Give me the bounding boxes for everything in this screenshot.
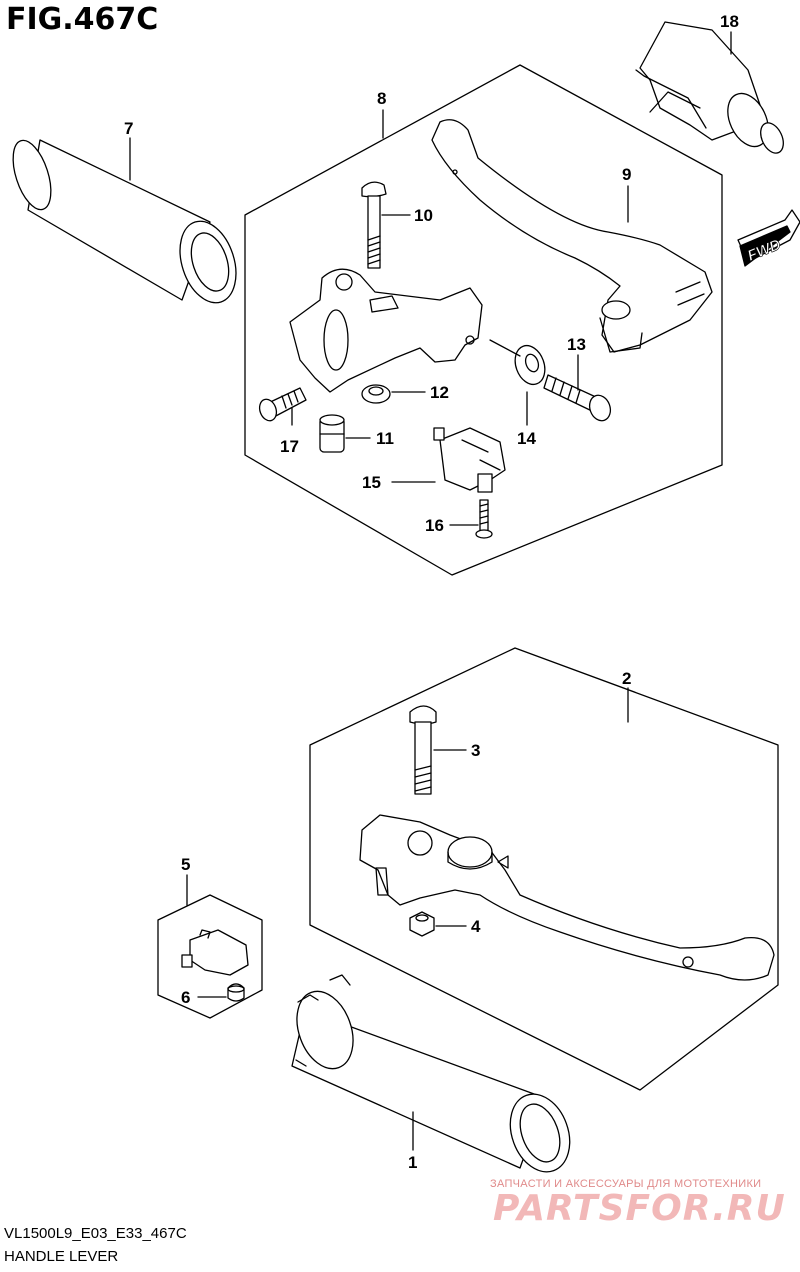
callout-6: 6 xyxy=(181,988,190,1007)
callout-5: 5 xyxy=(181,855,190,874)
callout-15: 15 xyxy=(362,473,381,492)
assembly-box-2 xyxy=(309,647,779,1091)
callout-11: 11 xyxy=(376,429,394,448)
nut-part-4 xyxy=(409,911,435,937)
diagram-caption: HANDLE LEVER xyxy=(4,1248,119,1265)
callout-18: 18 xyxy=(720,12,739,31)
bolt-part-17 xyxy=(258,387,307,422)
watermark-brand: PARTSFOR.RU xyxy=(493,1188,786,1229)
callout-7: 7 xyxy=(124,119,133,138)
bolt-part-10 xyxy=(361,181,387,269)
watermark-tagline: ЗАПЧАСТИ И АКСЕССУАРЫ ДЛЯ МОТОТЕХНИКИ xyxy=(490,1178,762,1190)
callout-1: 1 xyxy=(408,1153,417,1172)
lever-cover-part-18 xyxy=(635,21,784,154)
callout-12: 12 xyxy=(430,383,449,402)
callout-14: 14 xyxy=(517,429,536,448)
washer-part-12 xyxy=(361,384,391,404)
screw-part-6 xyxy=(227,983,245,1002)
throttle-grip-part-1 xyxy=(291,974,571,1173)
diagram-code: VL1500L9_E03_E33_467C xyxy=(4,1225,187,1242)
adjuster-screw-part-13 xyxy=(543,374,612,422)
figure-title: FIG.467C xyxy=(6,2,159,37)
nut-part-14 xyxy=(514,344,546,386)
fwd-direction-arrow xyxy=(737,209,800,267)
bushing-part-11 xyxy=(319,414,345,453)
callout-13: 13 xyxy=(567,335,586,354)
grip-left-part-7 xyxy=(12,139,237,304)
leader-lines xyxy=(129,31,732,1151)
pivot-bolt-part-3 xyxy=(409,705,437,795)
assembly-box-5 xyxy=(157,894,263,1019)
brake-lever-part-2 xyxy=(359,814,775,981)
callout-9: 9 xyxy=(622,165,631,184)
callout-10: 10 xyxy=(414,206,433,225)
lever-bracket-part-8 xyxy=(289,268,483,393)
callout-8: 8 xyxy=(377,89,386,108)
callout-4: 4 xyxy=(471,917,481,936)
brake-switch-part-5 xyxy=(181,929,249,976)
assembly-box-8 xyxy=(244,64,723,576)
callout-17: 17 xyxy=(280,437,299,456)
clutch-lever-part-9 xyxy=(431,119,713,353)
switch-part-15 xyxy=(433,427,506,493)
callout-16: 16 xyxy=(425,516,444,535)
callout-3: 3 xyxy=(471,741,480,760)
callout-2: 2 xyxy=(622,669,631,688)
screw-part-16 xyxy=(475,499,493,539)
